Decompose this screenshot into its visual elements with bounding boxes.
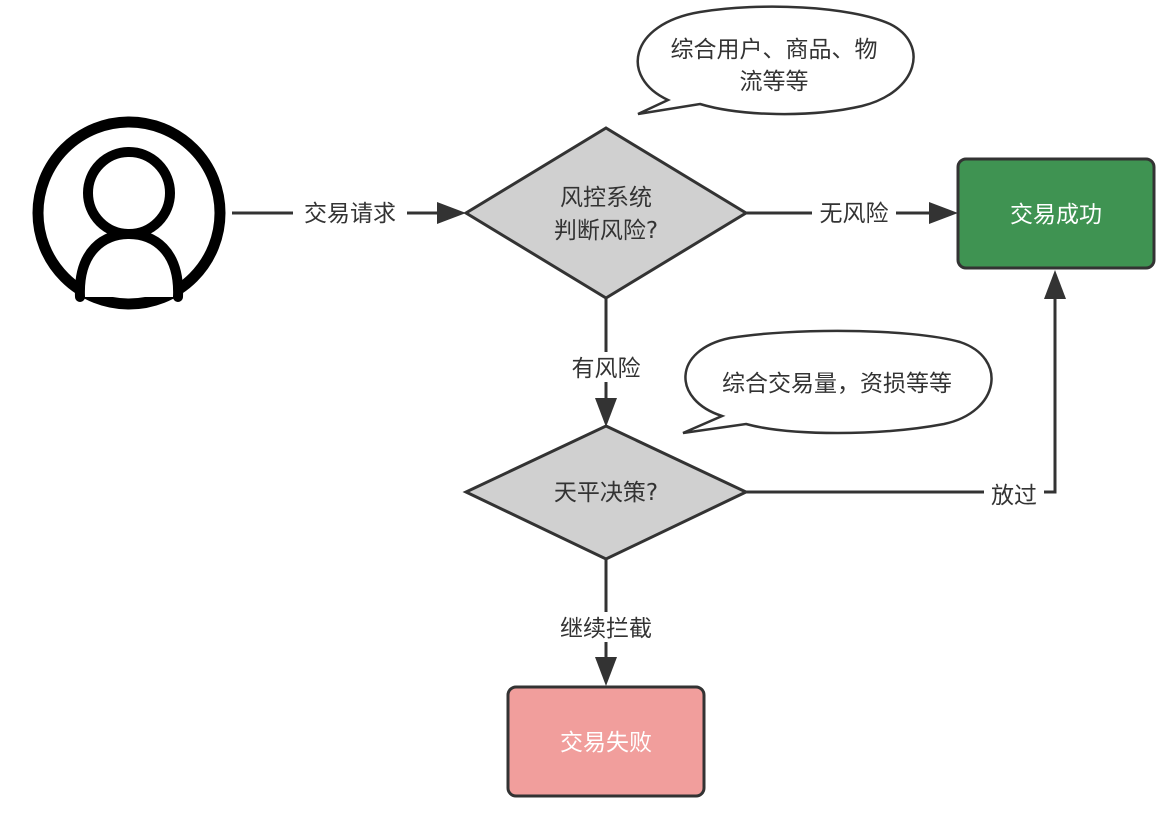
edge-request: 交易请求 [232, 198, 466, 228]
edge-no-risk: 无风险 [746, 198, 958, 228]
callout-top-line2: 流等等 [740, 69, 809, 95]
edge-label-pass: 放过 [991, 483, 1037, 509]
callout-middle-label: 综合交易量，资损等等 [722, 371, 952, 397]
scale-decision-label: 天平决策? [554, 480, 658, 506]
scale-decision-node: 天平决策? [462, 424, 750, 561]
edge-pass: 放过 [746, 270, 1066, 509]
success-box-label: 交易成功 [1010, 202, 1102, 228]
edge-label-request: 交易请求 [304, 201, 396, 227]
risk-decision-node: 风控系统 判断风险? [463, 126, 749, 300]
callout-middle: 综合交易量，资损等等 [682, 329, 993, 435]
edge-continue-block: 继续拦截 [552, 559, 660, 686]
edge-has-risk: 有风险 [564, 298, 648, 427]
edge-label-continue-block: 继续拦截 [560, 616, 652, 642]
success-box: 交易成功 [956, 157, 1156, 270]
risk-decision-line2: 判断风险? [554, 218, 658, 244]
callout-top: 综合用户、商品、物 流等等 [636, 5, 915, 116]
edge-label-has-risk: 有风险 [572, 356, 641, 382]
callout-top-line1: 综合用户、商品、物 [671, 37, 878, 63]
fail-box: 交易失败 [506, 685, 706, 798]
user-circle-icon [32, 116, 226, 310]
fail-box-label: 交易失败 [560, 730, 652, 756]
edge-label-no-risk: 无风险 [820, 201, 889, 227]
risk-decision-line1: 风控系统 [560, 185, 652, 211]
